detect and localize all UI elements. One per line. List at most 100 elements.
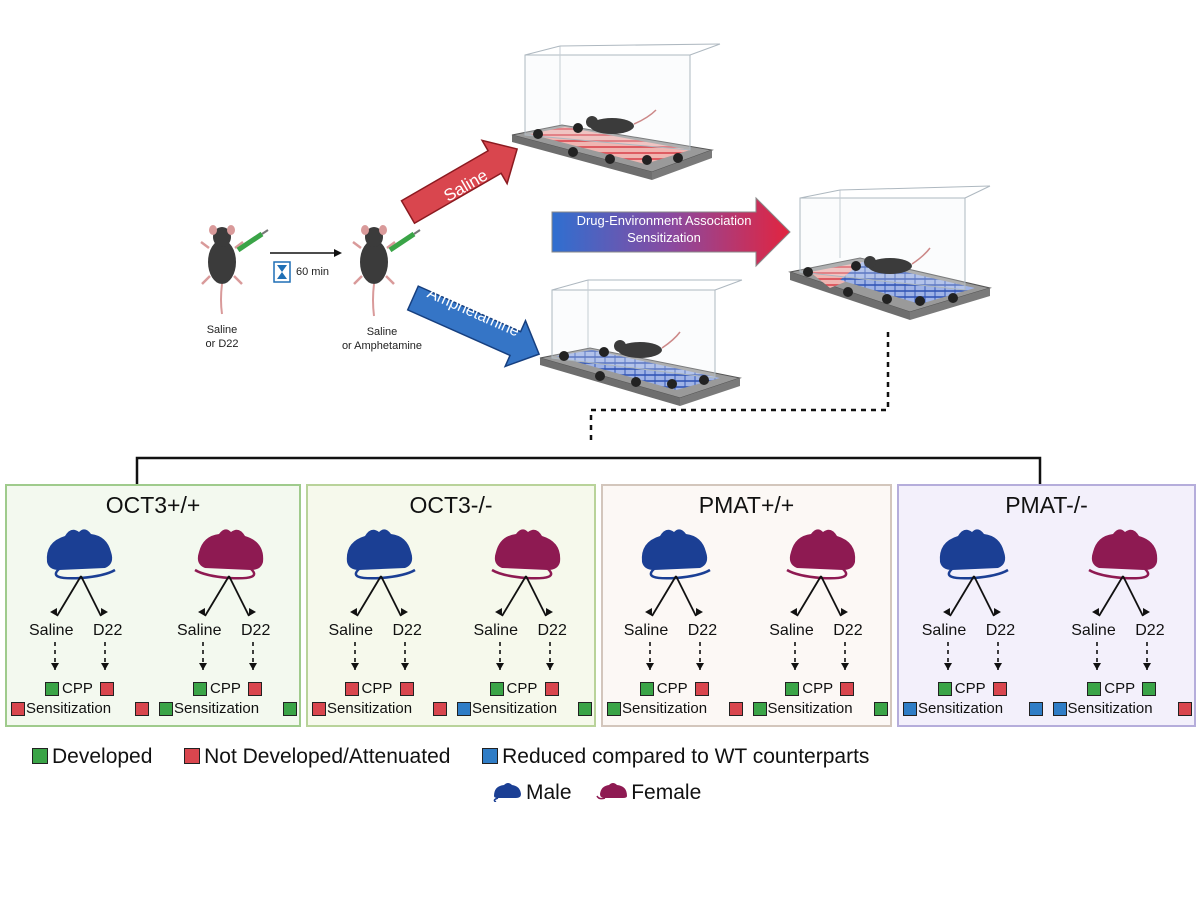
- treatment-d22-label: D22: [93, 622, 123, 639]
- mouse2-label: Saline or Amphetamine: [341, 326, 423, 352]
- sensitization-d22-status: [874, 702, 888, 716]
- sensitization-label: Sensitization: [1067, 700, 1153, 717]
- sensitization-saline-status: [11, 702, 25, 716]
- sensitization-label: Sensitization: [174, 700, 260, 717]
- flow-arrows: [1092, 575, 1152, 670]
- legend-sex: Male Female: [490, 780, 701, 805]
- sensitization-label: Sensitization: [918, 700, 1004, 717]
- sensitization-saline-status: [903, 702, 917, 716]
- cpp-label: CPP: [361, 680, 393, 697]
- cpp-saline-status: [785, 682, 800, 696]
- protocol-illustration: [200, 43, 992, 444]
- treatment-saline-label: Saline: [921, 622, 967, 639]
- sensitization-d22-status: [1028, 702, 1043, 716]
- flow-arrows: [790, 575, 850, 670]
- chamber-amphetamine: [539, 279, 743, 406]
- sensitization-saline-status: [457, 702, 471, 716]
- mouse-injected-2: [352, 225, 396, 317]
- saline-arrow: [400, 139, 519, 225]
- legend-developed-swatch: [32, 748, 48, 764]
- cpp-label: CPP: [62, 680, 93, 697]
- legend-reduced: Reduced compared to WT counterparts: [482, 745, 869, 768]
- cpp-saline-status: [489, 682, 504, 696]
- treatment-d22-label: D22: [985, 622, 1016, 639]
- dotted-connector: [589, 332, 890, 444]
- mouse-injected-1: [200, 225, 244, 315]
- treatment-d22-label: D22: [392, 622, 422, 639]
- amphetamine-arrow: [406, 285, 541, 368]
- cpp-label: CPP: [210, 680, 241, 697]
- treatment-saline-label: Saline: [29, 622, 74, 639]
- cpp-label: CPP: [802, 680, 834, 697]
- panel-title: OCT3-/-: [409, 492, 493, 518]
- flow-arrows: [942, 575, 1002, 670]
- cpp-d22-status: [694, 682, 709, 696]
- sensitization-label: Sensitization: [26, 700, 112, 717]
- sensitization-label: Sensitization: [472, 700, 558, 717]
- sensitization-d22-status: [433, 702, 447, 716]
- flow-arrows: [494, 575, 554, 670]
- cpp-saline-status: [1087, 682, 1102, 696]
- sensitization-saline-status: [607, 702, 621, 716]
- legend-status: Developed Not Developed/Attenuated Reduc…: [32, 745, 869, 769]
- cpp-label: CPP: [1104, 680, 1136, 697]
- legend-not-developed: Not Developed/Attenuated: [184, 745, 450, 768]
- cpp-d22-status: [992, 682, 1007, 696]
- sensitization-saline-status: [159, 702, 173, 716]
- cpp-d22-status: [248, 682, 262, 696]
- mouse1-label: Saline or D22: [205, 324, 239, 350]
- cpp-d22-status: [840, 682, 855, 696]
- sensitization-d22-status: [578, 702, 592, 716]
- treatment-saline-label: Saline: [1071, 622, 1116, 639]
- syringe-icon: [388, 229, 421, 253]
- sensitization-label: Sensitization: [622, 700, 708, 717]
- treatment-d22-label: D22: [241, 622, 271, 639]
- association-arrow: [551, 196, 791, 268]
- cpp-saline-status: [45, 682, 59, 696]
- legend-not-developed-swatch: [184, 748, 201, 764]
- flow-arrows: [349, 575, 409, 670]
- sensitization-d22-status: [728, 702, 743, 716]
- sensitization-d22-status: [283, 702, 297, 716]
- chamber-association: [788, 185, 992, 320]
- association-arrow-label: Drug-Environment Association Sensitizati…: [576, 213, 752, 245]
- male-mouse-icon: [493, 783, 521, 803]
- treatment-saline-label: Saline: [328, 622, 373, 639]
- panel-title: PMAT-/-: [1005, 492, 1088, 518]
- treatment-saline-label: Saline: [769, 622, 814, 639]
- sensitization-d22-status: [135, 702, 149, 716]
- cpp-d22-status: [544, 682, 559, 696]
- chamber-saline: [511, 43, 721, 180]
- treatment-d22-label: D22: [687, 622, 718, 639]
- panel-title: OCT3+/+: [105, 492, 201, 518]
- cpp-saline-status: [639, 682, 654, 696]
- legend-developed: Developed: [32, 745, 152, 768]
- cpp-saline-status: [193, 682, 207, 696]
- cpp-saline-status: [937, 682, 952, 696]
- group-bracket: [135, 456, 1042, 484]
- timer-label: 60 min: [296, 266, 330, 278]
- cpp-d22-status: [399, 682, 414, 696]
- sensitization-saline-status: [752, 702, 767, 716]
- flow-arrows: [198, 575, 257, 670]
- cpp-label: CPP: [506, 680, 538, 697]
- hourglass-icon: [273, 261, 291, 283]
- treatment-saline-label: Saline: [177, 622, 222, 639]
- sensitization-label: Sensitization: [767, 700, 853, 717]
- cpp-label: CPP: [656, 680, 688, 697]
- cpp-d22-status: [1142, 682, 1157, 696]
- sensitization-saline-status: [1052, 702, 1067, 716]
- treatment-d22-label: D22: [1135, 622, 1165, 639]
- cpp-saline-status: [344, 682, 359, 696]
- legend-reduced-swatch: [482, 748, 499, 764]
- sensitization-saline-status: [312, 702, 326, 716]
- sensitization-label: Sensitization: [327, 700, 413, 717]
- treatment-d22-label: D22: [537, 622, 567, 639]
- female-mouse-icon: [596, 783, 628, 800]
- sensitization-d22-status: [1178, 702, 1192, 716]
